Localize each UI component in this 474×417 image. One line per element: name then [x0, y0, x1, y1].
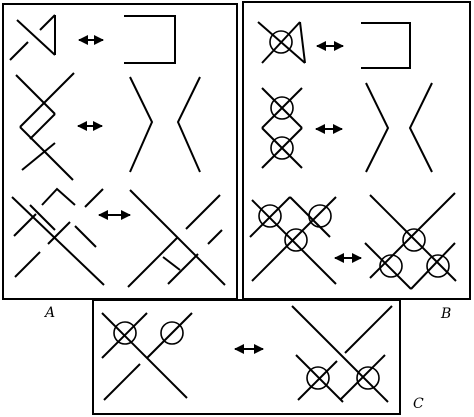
panel-c-mixed-right [291, 305, 393, 403]
panel-a [2, 3, 238, 300]
panel-a-kink [9, 14, 56, 61]
virtual-crossing-circle [284, 228, 308, 252]
panel-b-unknot-arc [361, 22, 411, 69]
virtual-crossing-circle [269, 30, 293, 54]
virtual-crossing-circle [426, 254, 450, 278]
panel-a-poke [15, 72, 75, 181]
panel-c [92, 299, 401, 415]
panel-b-virtual-kink [257, 21, 306, 64]
panel-c-label: C [413, 396, 424, 412]
panel-b-triple-right [364, 192, 457, 290]
virtual-crossing-circle [379, 254, 403, 278]
panel-b-separated-arcs [365, 82, 433, 173]
panel-c-mixed-left [101, 312, 193, 401]
panel-a-triple-right [127, 189, 226, 288]
panel-b-virtual-poke [261, 87, 303, 169]
virtual-crossing-circle [160, 321, 184, 345]
virtual-crossing-circle [402, 228, 426, 252]
virtual-crossing-circle [270, 96, 294, 120]
panel-a-unknot-arc [124, 15, 176, 64]
virtual-crossing-circle [113, 321, 137, 345]
virtual-crossing-circle [270, 136, 294, 160]
virtual-crossing-circle [308, 204, 332, 228]
panel-c-frame [92, 299, 401, 415]
panel-b [242, 1, 471, 300]
virtual-crossing-circle [306, 366, 330, 390]
panel-a-triple-left [11, 187, 105, 286]
virtual-crossing-circle [356, 366, 380, 390]
panel-a-label: A [43, 305, 55, 321]
virtual-crossing-circle [258, 204, 282, 228]
panel-a-separated-arcs [129, 76, 201, 173]
panel-b-triple-left [249, 196, 337, 285]
panel-b-label: B [440, 306, 451, 322]
